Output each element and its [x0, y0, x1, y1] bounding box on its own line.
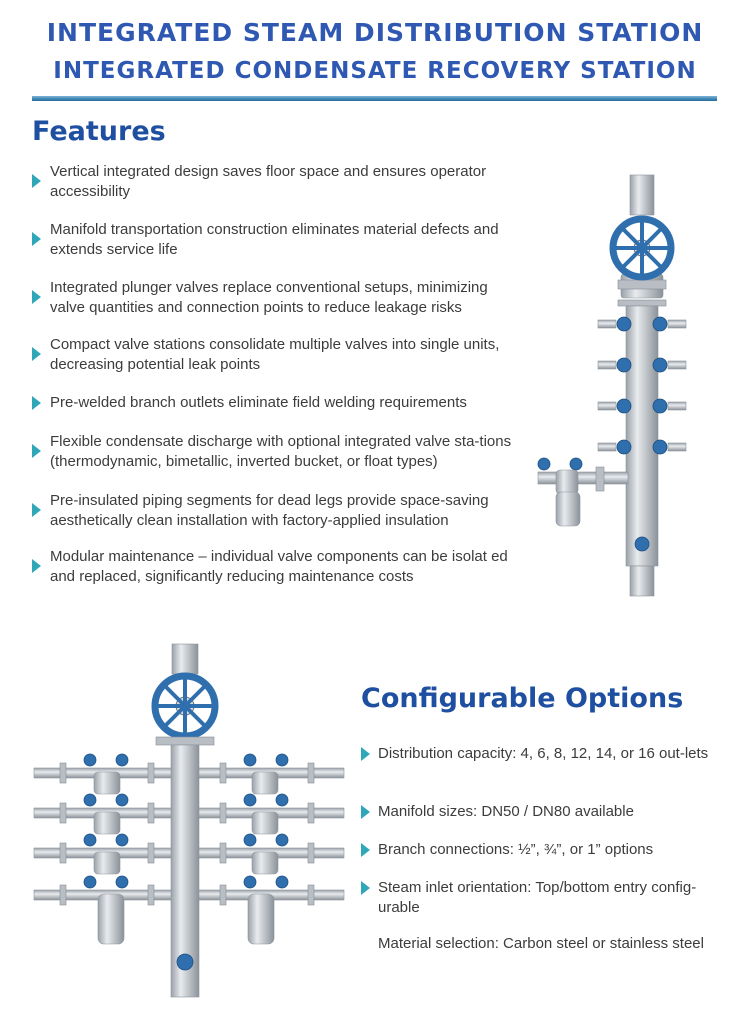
option-text: Steam inlet orientation: Top/bottom entr…	[378, 879, 697, 916]
option-text: Branch connections: ½”, ¾”, or 1” option…	[378, 841, 654, 858]
title-line-1: INTEGRATED STEAM DISTRIBUTION STATION	[46, 18, 704, 47]
bullet-arrow-icon	[32, 396, 41, 410]
feature-text: Integrated plunger valves replace conven…	[50, 279, 488, 316]
features-heading: Features	[32, 116, 166, 147]
condensate-recovery-station-manifold-image	[33, 643, 345, 998]
bullet-arrow-icon	[361, 881, 370, 895]
bullet-arrow-icon	[32, 290, 41, 304]
feature-text: Flexible condensate discharge with optio…	[50, 433, 512, 470]
bullet-arrow-icon	[32, 174, 41, 188]
feature-text: Pre-insulated piping segments for dead l…	[50, 492, 489, 529]
option-text: Distribution capacity: 4, 6, 8, 12, 14, …	[378, 745, 709, 762]
bullet-arrow-icon	[32, 347, 41, 361]
bullet-arrow-icon	[361, 805, 370, 819]
feature-text: Pre-welded branch outlets eliminate fiel…	[50, 394, 467, 411]
feature-text: Manifold transportation construction eli…	[50, 221, 499, 258]
bullet-arrow-icon	[32, 559, 41, 573]
option-text: Material selection: Carbon steel or stai…	[378, 935, 704, 952]
title-line-2: INTEGRATED CONDENSATE RECOVERY STATION	[53, 58, 697, 84]
bullet-arrow-icon	[32, 444, 41, 458]
steam-distribution-station-vertical-image	[537, 174, 687, 597]
option-text: Manifold sizes: DN50 / DN80 available	[378, 803, 634, 820]
options-heading: Configurable Options	[361, 683, 684, 714]
bullet-arrow-icon	[32, 503, 41, 517]
bullet-arrow-icon	[361, 843, 370, 857]
feature-text: Modular maintenance – individual valve c…	[50, 548, 508, 585]
feature-text: Compact valve stations consolidate multi…	[50, 336, 500, 373]
feature-text: Vertical integrated design saves floor s…	[50, 163, 487, 200]
bullet-arrow-icon	[361, 747, 370, 761]
bullet-arrow-icon	[32, 232, 41, 246]
title-divider	[32, 96, 717, 101]
